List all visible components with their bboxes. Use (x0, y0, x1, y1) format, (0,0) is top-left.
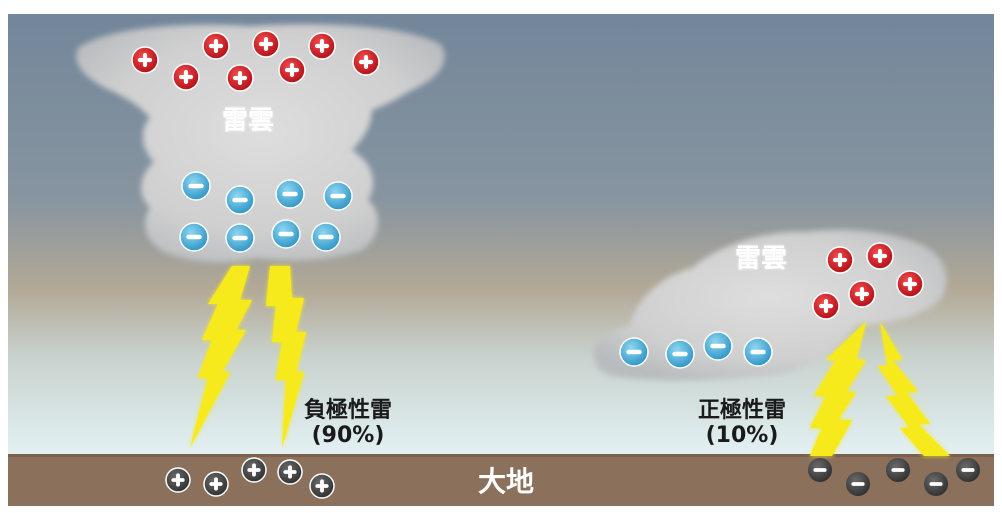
minus-icon (924, 472, 948, 496)
plus-icon (896, 270, 924, 298)
minus-icon (619, 337, 649, 367)
minus-icon (271, 219, 301, 249)
plus-icon (277, 459, 303, 485)
plus-icon (352, 48, 380, 76)
left-cloud-label: 雷雲 (222, 106, 275, 136)
plus-icon (866, 242, 894, 270)
minus-icon (179, 222, 209, 252)
minus-icon (225, 223, 255, 253)
positive-lightning-name: 正極性雷 (697, 398, 786, 423)
lightning-bolt-icon (810, 322, 866, 456)
minus-icon (181, 171, 211, 201)
plus-icon (241, 457, 267, 483)
right-cloud-label: 雷雲 (735, 244, 788, 274)
ground-edge (8, 454, 994, 457)
charges-layer (131, 30, 980, 499)
plus-icon (812, 292, 840, 320)
plus-icon (226, 64, 254, 92)
positive-lightning-bolts (810, 322, 950, 456)
negative-lightning-name: 負極性雷 (303, 398, 392, 423)
plus-icon (848, 280, 876, 308)
plus-icon (309, 473, 335, 499)
negative-lightning-label: 負極性雷 (90%) (298, 398, 398, 449)
plus-icon (252, 30, 280, 58)
plus-icon (165, 467, 191, 493)
minus-icon (275, 179, 305, 209)
plus-icon (172, 63, 200, 91)
minus-icon (311, 222, 341, 252)
positive-lightning-label: 正極性雷 (10%) (692, 398, 792, 449)
plus-icon (308, 32, 336, 60)
plus-icon (202, 32, 230, 60)
left-thundercloud (76, 24, 445, 263)
minus-icon (808, 458, 832, 482)
minus-icon (665, 339, 695, 369)
lightning-bolt-icon (266, 266, 306, 448)
positive-lightning-share: (10%) (705, 423, 779, 449)
lightning-bolt-icon (190, 266, 252, 448)
lightning-bolt-icon (878, 322, 950, 456)
minus-icon (225, 185, 255, 215)
plus-icon (131, 46, 159, 74)
minus-icon (323, 181, 353, 211)
minus-icon (846, 472, 870, 496)
plus-icon (203, 471, 229, 497)
minus-icon (886, 458, 910, 482)
minus-icon (703, 331, 733, 361)
minus-icon (956, 458, 980, 482)
plus-icon (278, 56, 306, 84)
negative-lightning-share: (90%) (311, 423, 385, 449)
ground-label: 大地 (478, 465, 535, 498)
minus-icon (743, 337, 773, 367)
negative-lightning-bolts (190, 266, 306, 448)
plus-icon (826, 246, 854, 274)
